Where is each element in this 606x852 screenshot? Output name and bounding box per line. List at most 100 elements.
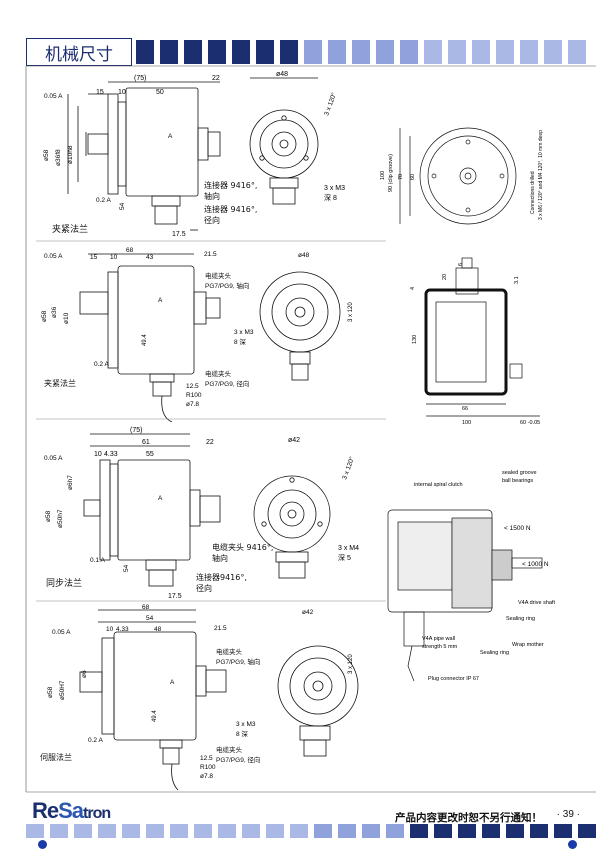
caption-clamp-flange-2: 夹紧法兰 <box>44 379 76 388</box>
header-bar <box>568 40 586 64</box>
m3-label: 3 x M3 <box>324 185 345 192</box>
cable-axial-3: 电缆夹头 9416°,轴向 <box>212 543 274 563</box>
footer-bar <box>242 824 260 838</box>
footer-bar <box>122 824 140 838</box>
label-pipe: V4A pipe wall <box>422 636 455 642</box>
dia-58: ø58 <box>41 310 48 322</box>
dia-10: ø10h8 <box>67 145 74 164</box>
dia-50: ø50H7 <box>59 680 66 700</box>
dim-12-5: 12.5 <box>186 383 199 390</box>
dia-10: ø10 <box>63 312 70 324</box>
footer-bar <box>314 824 332 838</box>
dim-10: 10 <box>118 89 126 96</box>
footer-bar <box>194 824 212 838</box>
drawing-servo-flange: 68 54 21.5 10 4.33 48 0.05 A 0.2 A ø58 ø… <box>47 604 359 791</box>
header-bar <box>352 40 370 64</box>
dim-54: 54 <box>146 615 154 622</box>
page-header: 机械尺寸 <box>26 38 132 66</box>
label-spiral: internal spiral clutch <box>414 482 463 488</box>
page-number: · 39 · <box>556 809 580 820</box>
dia-36: ø36f8 <box>55 149 62 166</box>
dim-70: 70 <box>398 174 404 180</box>
tol-1: 0.05 A <box>44 93 63 100</box>
dim-22: 22 <box>206 439 214 446</box>
angle-120: 3 x 120 <box>348 654 354 674</box>
drawing-clamp-flange-1: (75) 22 15 10 50 0.05 A 0.2 A ø58 ø36f8 … <box>43 71 345 238</box>
dim-100: 100 <box>462 420 471 426</box>
dim-60: 60 -0.05 <box>520 420 540 426</box>
tol-2: 0.2 A <box>88 737 103 744</box>
dia-48: ø48 <box>298 252 310 259</box>
dim-17-5: 17.5 <box>168 593 182 600</box>
separator-3 <box>36 600 386 602</box>
separator-1 <box>36 240 386 242</box>
dim-68: 68 <box>126 247 134 254</box>
label-sealing2: Sealing ring <box>480 650 509 656</box>
label-1500n: < 1500 N <box>504 525 531 532</box>
header-bar <box>208 40 226 64</box>
dia-50: ø50h7 <box>57 509 64 528</box>
conn-axial-1: 连接器 9416°,轴向 <box>204 181 258 201</box>
footer-bar <box>530 824 548 838</box>
dia-58: ø58 <box>47 686 54 698</box>
dim-100: 100 <box>380 171 386 180</box>
m4-depth: 深 5 <box>338 553 351 562</box>
dim-15: 15 <box>90 254 98 261</box>
label-sealed: sealed groove <box>502 470 537 476</box>
dim-49-4: 49.4 <box>142 334 148 346</box>
tol-1: 0.05 A <box>52 629 71 636</box>
header-bar <box>400 40 418 64</box>
m3-depth: 8 深 <box>234 337 246 346</box>
dim-15: 15 <box>96 89 104 96</box>
resatron-logo: ReSatron <box>32 798 111 823</box>
header-bar <box>448 40 466 64</box>
label-1000n: < 1000 N <box>522 561 549 568</box>
dim-17-5: 17.5 <box>172 231 186 238</box>
footer-bar <box>26 824 44 838</box>
dia-7-8: ø7.8 <box>200 773 213 780</box>
dim-54: 54 <box>119 202 126 210</box>
drawing-right-section: 4 20 6 3.1 130 66 100 60 -0.05 <box>410 257 540 426</box>
dim-22: 22 <box>212 75 220 82</box>
header-bar <box>544 40 562 64</box>
m4-label: 3 x M4 <box>338 545 359 552</box>
caption-clamp-flange-1: 夹紧法兰 <box>52 225 89 235</box>
dim-12-5: 12.5 <box>200 755 213 762</box>
m3-depth: 深 8 <box>324 193 337 202</box>
angle-120: 3 x 120 <box>348 302 354 322</box>
dia-58: ø58 <box>45 510 52 522</box>
dim-90: 90 (clip groove) <box>388 154 394 192</box>
footer-bar <box>218 824 236 838</box>
dim-10: 10 <box>106 626 114 633</box>
header-bar <box>424 40 442 64</box>
footer-bar <box>386 824 404 838</box>
header-bar <box>328 40 346 64</box>
datum-a: A <box>158 297 163 304</box>
footer-bar <box>266 824 284 838</box>
footer-dot-left <box>38 840 47 849</box>
header-bar <box>520 40 538 64</box>
dim-4-33: 4.33 <box>116 626 129 633</box>
footer-bar <box>290 824 308 838</box>
footer-bar <box>410 824 428 838</box>
footer-bar <box>434 824 452 838</box>
footer-bar <box>146 824 164 838</box>
separator-2 <box>36 418 386 420</box>
footer-bar <box>170 824 188 838</box>
dia-7-8: ø7.8 <box>186 401 199 408</box>
footer-bar <box>554 824 572 838</box>
dim-54: 54 <box>123 564 130 572</box>
dim-48: 48 <box>154 626 162 633</box>
angle-120: 3 x 120° <box>340 455 356 481</box>
dim-20: 20 <box>442 274 448 280</box>
dim-4-33: 4.33 <box>104 451 118 458</box>
conn-note-1: Connections drilled <box>530 171 536 214</box>
header-bar <box>136 40 154 64</box>
dim-21-5: 21.5 <box>214 625 227 632</box>
label-drive: V4A drive shaft <box>518 600 555 606</box>
footer-bar <box>578 824 596 838</box>
dim-43: 43 <box>146 254 154 261</box>
dia-42: ø42 <box>302 609 314 616</box>
